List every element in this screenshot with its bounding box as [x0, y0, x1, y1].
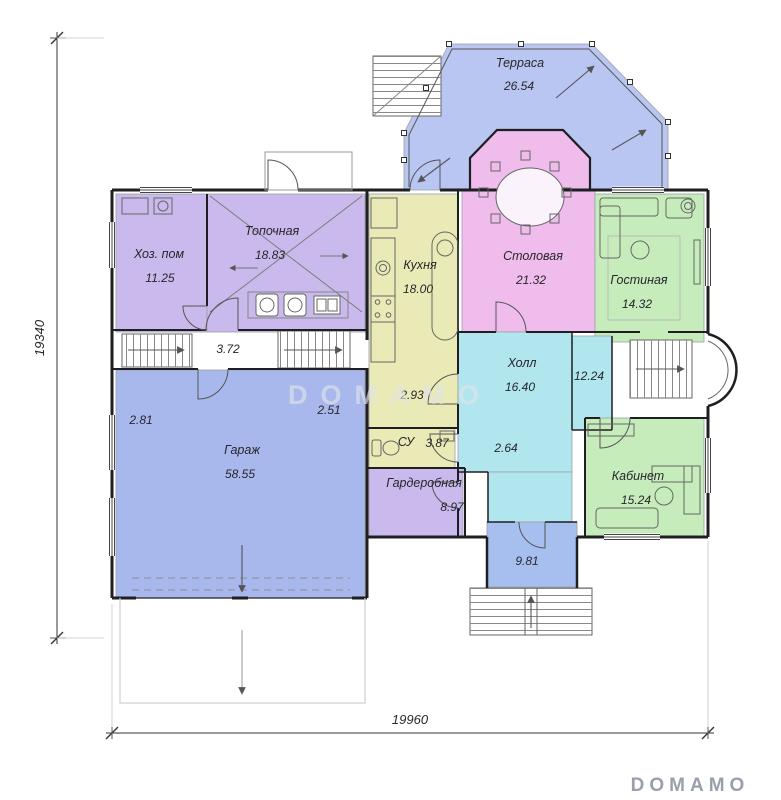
kitchen-furniture [370, 197, 459, 363]
area-terrace: 26.54 [503, 79, 534, 93]
m-stair-hall: 3.72 [216, 342, 240, 356]
m-hall-strip: 12.24 [574, 369, 604, 383]
driveway-outline [119, 598, 366, 704]
area-study: 15.24 [621, 493, 651, 507]
label-garage: Гараж [224, 443, 261, 457]
area-garage: 58.55 [225, 467, 255, 481]
m-garage-vestibule: 2.81 [128, 413, 152, 427]
window-left-garage-2 [108, 498, 116, 556]
dining-bay-walls [468, 128, 592, 190]
stairs [121, 55, 693, 636]
room-porch [486, 521, 578, 588]
label-boiler: Топочная [245, 224, 300, 238]
label-hall: Холл [507, 356, 537, 370]
room-garage [115, 369, 366, 599]
terrace-exterior-stair [372, 55, 442, 117]
room-fills [115, 43, 705, 599]
area-kitchen: 18.00 [403, 282, 433, 296]
area-porch: 9.81 [515, 554, 538, 568]
terrace-details [401, 41, 671, 187]
window-bottom-study [604, 533, 660, 541]
room-labels: Терраса 26.54 Хоз. пом 11.25 Топочная 18… [133, 56, 668, 568]
terrace-railing [408, 48, 663, 187]
bay-stair [629, 339, 693, 399]
label-terrace: Терраса [496, 56, 544, 70]
door-canopy [267, 159, 299, 191]
boiler-appliances [247, 291, 349, 319]
watermark-center: DOMAMO [288, 380, 492, 410]
room-living [594, 193, 705, 343]
watermark-bottom-right: DOMAMO [631, 775, 750, 796]
porch-stair [469, 587, 593, 636]
canopy-outline [264, 151, 353, 191]
terrace-posts [401, 41, 671, 163]
windows [108, 186, 712, 556]
partition-walls [458, 332, 613, 523]
area-boiler: 18.83 [255, 248, 285, 262]
window-right-living [704, 228, 712, 286]
room-hall [457, 331, 573, 473]
door-wardrobe [431, 481, 459, 509]
dimension-lines [50, 31, 715, 740]
area-wardrobe: 8.97 [440, 500, 465, 514]
label-study: Кабинет [612, 469, 664, 483]
door-boiler [205, 297, 239, 331]
window-left-utility [108, 222, 116, 268]
measurement-labels: 3.72 2.81 2.51 2.93 12.24 2.64 [128, 342, 604, 455]
window-top-living [612, 186, 664, 194]
dim-bottom: 19960 [392, 712, 429, 727]
terrace-arrows [417, 65, 647, 183]
dimension-labels: 19340 19960 [32, 319, 429, 727]
study-furniture [587, 423, 701, 529]
m-corridor: 2.51 [316, 403, 340, 417]
interior-walls [112, 190, 708, 537]
area-dining: 21.32 [515, 273, 546, 287]
label-utility: Хоз. пом [133, 247, 184, 261]
garage-details [119, 151, 366, 704]
door-wc [429, 433, 459, 463]
area-utility: 11.25 [145, 271, 174, 285]
label-wardrobe: Гардеробная [386, 476, 462, 490]
label-wc: СУ [398, 435, 416, 449]
door-terrace [409, 159, 441, 191]
dim-left: 19340 [32, 319, 47, 356]
door-utility [182, 305, 208, 331]
wc-fixtures [371, 430, 455, 457]
bay-window [707, 332, 738, 408]
living-furniture [599, 197, 701, 321]
watermarks: DOMAMO DOMAMO [288, 380, 750, 796]
corridor-left-stair [121, 333, 193, 368]
room-wardrobe [368, 467, 464, 538]
room-hall-lower [487, 471, 573, 523]
label-kitchen: Кухня [403, 258, 437, 272]
door-garage [197, 368, 229, 400]
room-hall-strip [571, 335, 613, 431]
porch-walls [485, 537, 579, 588]
corridor-center-stair [277, 330, 351, 369]
door-kitchen [427, 373, 459, 405]
dining-table [478, 150, 572, 235]
door-dining [495, 301, 527, 333]
label-living: Гостиная [610, 273, 667, 287]
utility-fixtures [121, 197, 173, 215]
area-living: 14.32 [622, 297, 652, 311]
furniture [121, 150, 701, 529]
m-kitchen-passage: 2.93 [399, 388, 424, 402]
door-swings [182, 159, 631, 549]
area-wc: 3.87 [425, 436, 450, 450]
room-utility [115, 193, 208, 333]
label-dining: Столовая [503, 249, 563, 263]
boiler-diagonals [209, 195, 363, 313]
window-left-garage-1 [108, 415, 116, 470]
window-right-study [704, 438, 712, 493]
window-top-utility [140, 186, 192, 194]
m-hall-lower: 2.64 [493, 441, 518, 455]
area-hall: 16.40 [505, 380, 535, 394]
door-porch [518, 521, 546, 549]
